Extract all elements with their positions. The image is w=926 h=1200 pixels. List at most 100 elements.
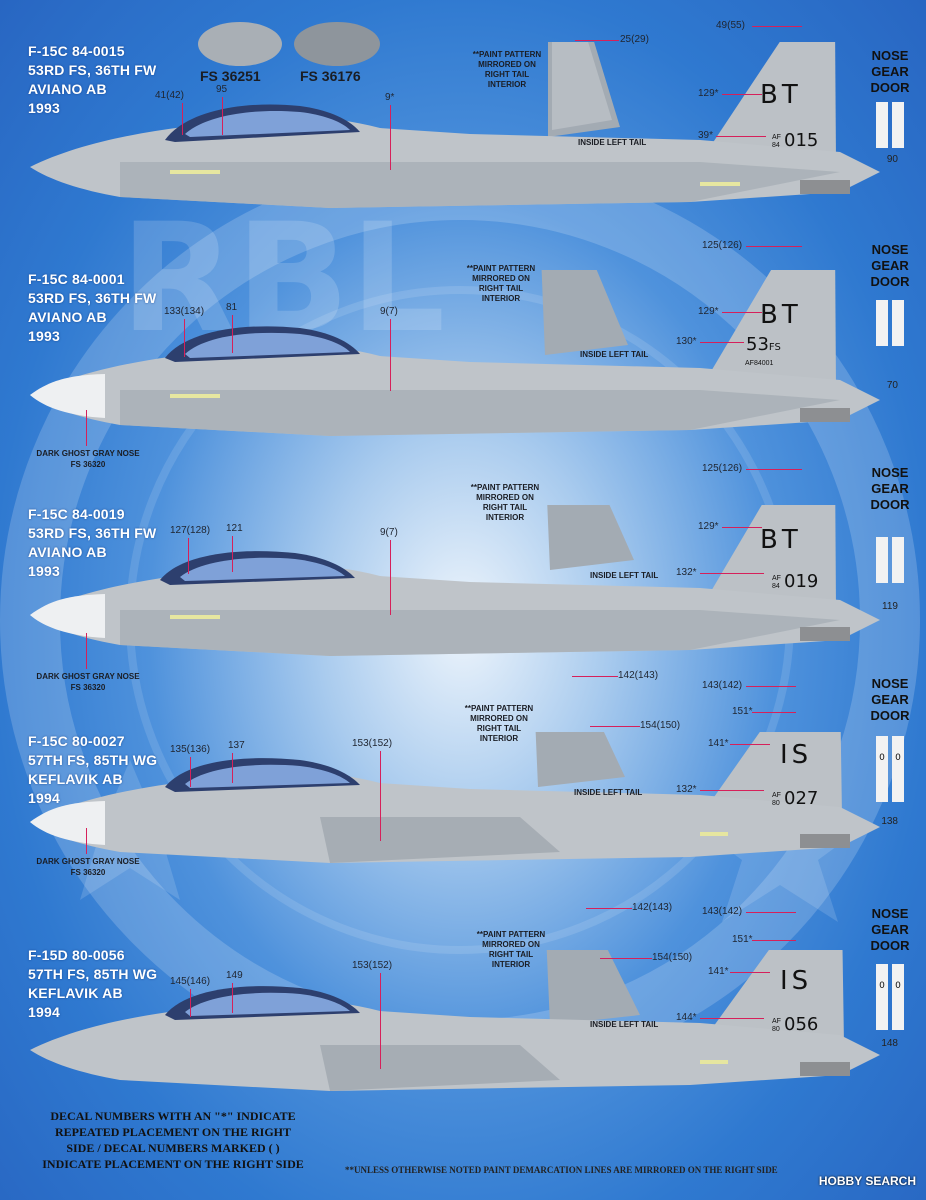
- af-tag: AF84001: [745, 360, 774, 367]
- tail-serial: 019: [784, 571, 819, 592]
- callout-fin-code: 129*: [698, 88, 719, 99]
- paint-pattern-note: **PAINT PATTERN MIRRORED ON RIGHT TAIL I…: [476, 930, 546, 969]
- ngd-callout: 148: [881, 1038, 898, 1049]
- nose-gear-door-decal: [876, 102, 904, 148]
- callout-inner-top: 142(143): [632, 902, 673, 913]
- paint-pattern-note: **PAINT PATTERN MIRRORED ON RIGHT TAIL I…: [464, 704, 534, 743]
- callout-fin-top: 49(55): [716, 20, 745, 31]
- ngd-callout: 119: [882, 601, 898, 612]
- svg-text:0: 0: [879, 981, 885, 991]
- jet-profile-1: [30, 42, 880, 208]
- callout-spine: 153(152): [352, 738, 393, 749]
- callout-canopy-a: 41(42): [155, 90, 184, 101]
- tail-serial: 015: [784, 130, 819, 151]
- jet-profile-4: [30, 732, 880, 863]
- aircraft-caption: F-15C 80-0027 57TH FS, 85TH WG KEFLAVIK …: [28, 733, 158, 806]
- inside-left-tail-label: INSIDE LEFT TAIL: [590, 1020, 659, 1029]
- callout-spine: 9(7): [380, 306, 398, 317]
- callout-fin-serial: 39*: [698, 130, 714, 141]
- callout-fin-top: 143(142): [702, 906, 743, 917]
- callout-canopy-a: 145(146): [170, 976, 211, 987]
- callout-canopy-b: 149: [226, 970, 243, 981]
- callout-inner-tail: 25(29): [620, 34, 649, 45]
- swatch-label-2: FS 36176: [300, 68, 361, 84]
- demarcation-note: **UNLESS OTHERWISE NOTED PAINT DEMARCATI…: [345, 1165, 778, 1175]
- aircraft-f15c-84-0001: F-15C 84-0001 53RD FS, 36TH FW AVIANO AB…: [0, 240, 926, 490]
- svg-text:0: 0: [895, 981, 901, 991]
- paint-pattern-note: **PAINT PATTERN MIRRORED ON RIGHT TAIL I…: [466, 264, 536, 303]
- callout-fin-serial: 132*: [676, 784, 697, 795]
- callout-canopy-b: 137: [228, 740, 245, 751]
- tail-serial: 027: [784, 788, 819, 809]
- callout-fin-top: 125(126): [702, 240, 743, 251]
- tail-code: IS: [780, 966, 813, 996]
- tail-serial: 53FS: [746, 334, 781, 355]
- callout-canopy-a: 133(134): [164, 306, 205, 317]
- inside-left-tail-label: INSIDE LEFT TAIL: [590, 571, 659, 580]
- tail-code: BT: [760, 80, 802, 110]
- ngd-callout: 70: [886, 380, 898, 391]
- callout-fin-top: 125(126): [702, 463, 743, 474]
- callout-fin-code: 129*: [698, 306, 719, 317]
- callout-canopy-b: 121: [226, 523, 243, 534]
- jet-profile-2: [30, 270, 880, 436]
- ngd-callout: 90: [886, 154, 898, 165]
- aircraft-f15d-80-0056: F-15D 80-0056 57TH FS, 85TH WG KEFLAVIK …: [0, 902, 926, 1170]
- ngd-callout: 138: [881, 816, 898, 827]
- callout-fin-code: 141*: [708, 738, 729, 749]
- nose-gear-door-decal: 0 0: [876, 964, 904, 1030]
- paint-pattern-note: **PAINT PATTERN MIRRORED ON RIGHT TAIL I…: [472, 50, 542, 89]
- aircraft-caption: F-15C 84-0015 53RD FS, 36TH FW AVIANO AB…: [28, 43, 157, 116]
- jet-profile-3: [30, 505, 880, 656]
- tail-code: IS: [780, 740, 813, 770]
- swatch-label-1: FS 36251: [200, 68, 261, 84]
- paint-pattern-note: **PAINT PATTERN MIRRORED ON RIGHT TAIL I…: [470, 483, 540, 522]
- nose-gear-door-decal: [876, 537, 904, 583]
- tail-serial: 056: [784, 1014, 819, 1035]
- callout-inner-mid: 154(150): [652, 952, 693, 963]
- callout-fin-code: 141*: [708, 966, 729, 977]
- nose-gear-door-decal: 0 0: [876, 736, 904, 802]
- callout-inner-top: 142(143): [618, 670, 659, 681]
- inside-left-tail-label: INSIDE LEFT TAIL: [580, 350, 649, 359]
- aircraft-f15c-80-0027: F-15C 80-0027 57TH FS, 85TH WG KEFLAVIK …: [0, 670, 926, 952]
- callout-spine: 9(7): [380, 527, 398, 538]
- callout-fin-serial: 144*: [676, 1012, 697, 1023]
- callout-canopy-b: 95: [216, 84, 228, 95]
- callout-fin-serial: 132*: [676, 567, 697, 578]
- nose-gear-door-decal: [876, 300, 904, 346]
- aircraft-f15c-84-0019: F-15C 84-0019 53RD FS, 36TH FW AVIANO AB…: [0, 463, 926, 725]
- svg-text:0: 0: [879, 753, 885, 763]
- callout-canopy-a: 127(128): [170, 525, 211, 536]
- jet-profile-5: [30, 950, 880, 1091]
- callout-inner-mid: 154(150): [640, 720, 681, 731]
- callout-spine: 153(152): [352, 960, 393, 971]
- decal-numbering-note: DECAL NUMBERS WITH AN "*" INDICATE REPEA…: [42, 1109, 304, 1171]
- inside-left-tail-label: INSIDE LEFT TAIL: [574, 788, 643, 797]
- swatch-fs-36176: [294, 22, 380, 66]
- aircraft-f15c-84-0015: F-15C 84-0015 53RD FS, 36TH FW AVIANO AB…: [0, 20, 926, 262]
- hobby-search-watermark: HOBBY SEARCH: [818, 1174, 916, 1188]
- tail-code: BT: [760, 525, 802, 555]
- callout-fin-top: 143(142): [702, 680, 743, 691]
- callout-fin-serial: 130*: [676, 336, 697, 347]
- aircraft-caption: F-15D 80-0056 57TH FS, 85TH WG KEFLAVIK …: [28, 947, 158, 1020]
- callout-fin-mid: 151*: [732, 934, 753, 945]
- callout-canopy-b: 81: [226, 302, 238, 313]
- callout-canopy-a: 135(136): [170, 744, 211, 755]
- aircraft-caption: F-15C 84-0019 53RD FS, 36TH FW AVIANO AB…: [28, 506, 157, 579]
- inside-left-tail-label: INSIDE LEFT TAIL: [578, 138, 647, 147]
- callout-spine: 9*: [385, 92, 395, 103]
